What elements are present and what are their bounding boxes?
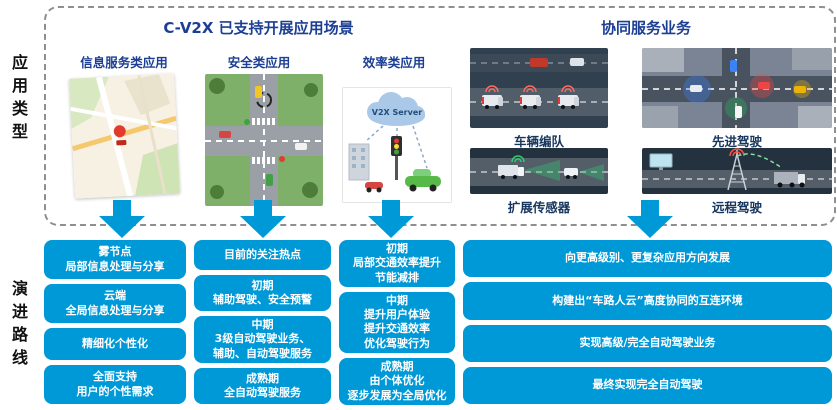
down-arrow-icon — [240, 200, 286, 238]
evolution-item: 云端 全局信息处理与分享 — [44, 284, 186, 323]
evolution-item: 初期 辅助驾驶、安全预警 — [194, 274, 331, 311]
side-label-evolution-route: 演进路线 — [9, 280, 28, 372]
category-info-service-label: 信息服务类应用 — [80, 55, 168, 70]
category-efficiency-label: 效率类应用 — [362, 55, 426, 70]
evolution-item: 实现高级/完全自动驾驶业务 — [463, 324, 832, 362]
truck-platooning-image — [470, 48, 608, 128]
city-map-image — [68, 73, 181, 199]
application-scenarios-panel: C-V2X 已支持开展应用场景 协同服务业务 信息服务类应用 安全类应用 效率类… — [44, 6, 836, 226]
evolution-item: 初期 局部交通效率提升 节能减排 — [339, 240, 455, 287]
remote-driving-image — [642, 148, 832, 194]
v2x-cloud-traffic-image: V2X Server — [342, 87, 452, 203]
evolution-item: 雾节点 局部信息处理与分享 — [44, 240, 186, 279]
evolution-item: 向更高级别、更复杂应用方向发展 — [463, 240, 832, 278]
category-safety-label: 安全类应用 — [227, 55, 291, 70]
evolution-column-efficiency: 初期 局部交通效率提升 节能减排 中期 提升用户体验 提升交通效率 优化驾驶行为… — [339, 240, 455, 405]
evolution-item: 最终实现完全自动驾驶 — [463, 366, 832, 404]
service-label-extended-sensors: 扩展传感器 — [507, 200, 571, 215]
evolution-column-info-service: 雾节点 局部信息处理与分享 云端 全局信息处理与分享 精细化个性化 全面支持 用… — [44, 240, 186, 404]
evolution-item: 精细化个性化 — [44, 328, 186, 360]
evolution-item: 全面支持 用户的个性需求 — [44, 365, 186, 404]
right-panel-title: 协同服务业务 — [600, 19, 691, 37]
service-label-remote-driving: 远程驾驶 — [711, 200, 762, 215]
v2x-server-cloud-label: V2X Server — [372, 108, 422, 117]
service-label-advanced-driving: 先进驾驶 — [711, 134, 762, 149]
service-label-platooning: 车辆编队 — [513, 134, 564, 149]
extended-sensors-image — [470, 148, 608, 194]
intersection-aerial-image — [205, 74, 323, 206]
down-arrow-icon — [627, 200, 673, 238]
down-arrow-icon — [99, 200, 145, 238]
evolution-column-services: 向更高级别、更复杂应用方向发展 构建出“车路人云”高度协同的互连环境 实现高级/… — [463, 240, 832, 404]
evolution-item: 构建出“车路人云”高度协同的互连环境 — [463, 282, 832, 320]
evolution-column-safety: 目前的关注热点 初期 辅助驾驶、安全预警 中期 3级自动驾驶业务、 辅助、自动驾… — [194, 240, 331, 405]
advanced-driving-image — [642, 48, 832, 128]
evolution-item: 目前的关注热点 — [194, 240, 331, 270]
evolution-item: 成熟期 全自动驾驶服务 — [194, 367, 331, 405]
left-panel-title: C-V2X 已支持开展应用场景 — [163, 19, 354, 37]
evolution-grid: 雾节点 局部信息处理与分享 云端 全局信息处理与分享 精细化个性化 全面支持 用… — [44, 240, 832, 405]
side-label-application-type: 应用类型 — [9, 54, 28, 146]
down-arrow-icon — [368, 200, 414, 238]
evolution-item: 中期 提升用户体验 提升交通效率 优化驾驶行为 — [339, 291, 455, 354]
evolution-item: 中期 3级自动驾驶业务、 辅助、自动驾驶服务 — [194, 315, 331, 363]
evolution-item: 成熟期 由个体优化 逐步发展为全局优化 — [339, 358, 455, 405]
